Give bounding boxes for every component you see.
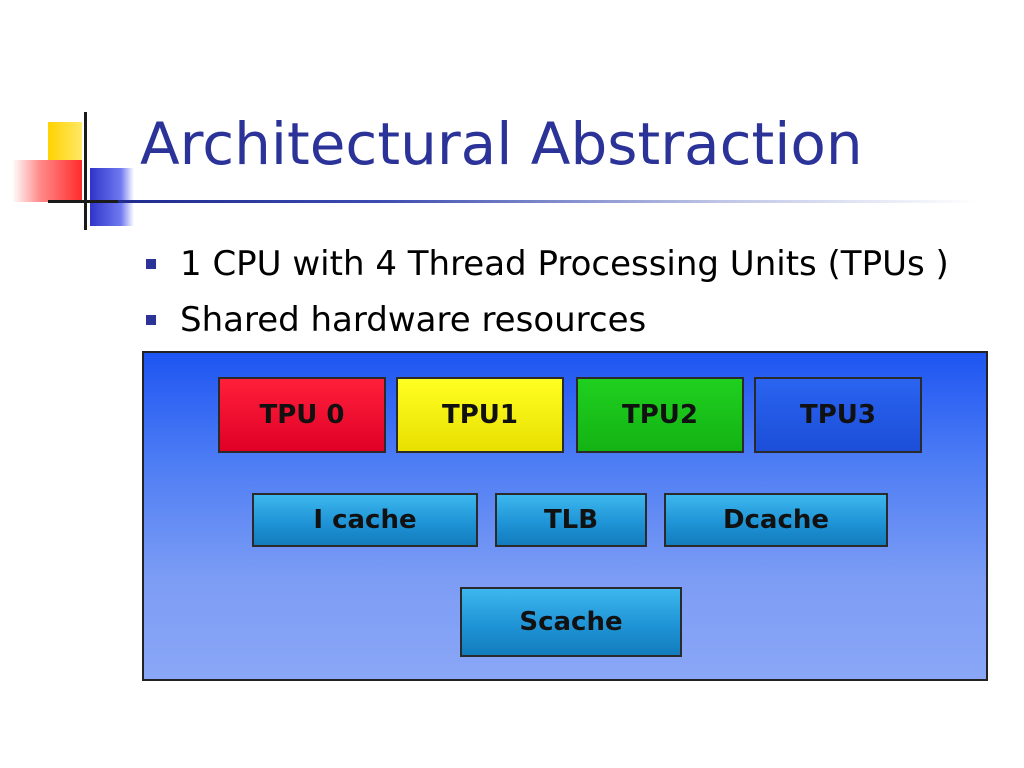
- bullet-item: Shared hardware resources: [146, 292, 949, 348]
- dcache-block: Dcache: [664, 493, 888, 547]
- logo-vertical-line: [84, 112, 87, 230]
- icache-block: I cache: [252, 493, 478, 547]
- tpu-2-block: TPU2: [576, 377, 744, 453]
- page-title: Architectural Abstraction: [140, 110, 863, 178]
- square-bullet-icon: [146, 315, 156, 325]
- bullet-text: 1 CPU with 4 Thread Processing Units (TP…: [180, 244, 949, 284]
- cpu-architecture-diagram: TPU 0 TPU1 TPU2 TPU3 I cache TLB Dcache …: [142, 351, 988, 681]
- title-underline: [118, 200, 978, 203]
- logo-horizontal-line: [48, 200, 148, 203]
- tlb-block: TLB: [495, 493, 647, 547]
- scache-block: Scache: [460, 587, 682, 657]
- bullet-item: 1 CPU with 4 Thread Processing Units (TP…: [146, 236, 949, 292]
- tpu-3-block: TPU3: [754, 377, 922, 453]
- logo-red-square: [12, 160, 82, 202]
- tpu-1-block: TPU1: [396, 377, 564, 453]
- logo-blue-square: [90, 168, 134, 226]
- bullet-list: 1 CPU with 4 Thread Processing Units (TP…: [146, 236, 949, 348]
- square-bullet-icon: [146, 259, 156, 269]
- bullet-text: Shared hardware resources: [180, 300, 647, 340]
- tpu-0-block: TPU 0: [218, 377, 386, 453]
- corner-logo-graphic: [0, 0, 150, 240]
